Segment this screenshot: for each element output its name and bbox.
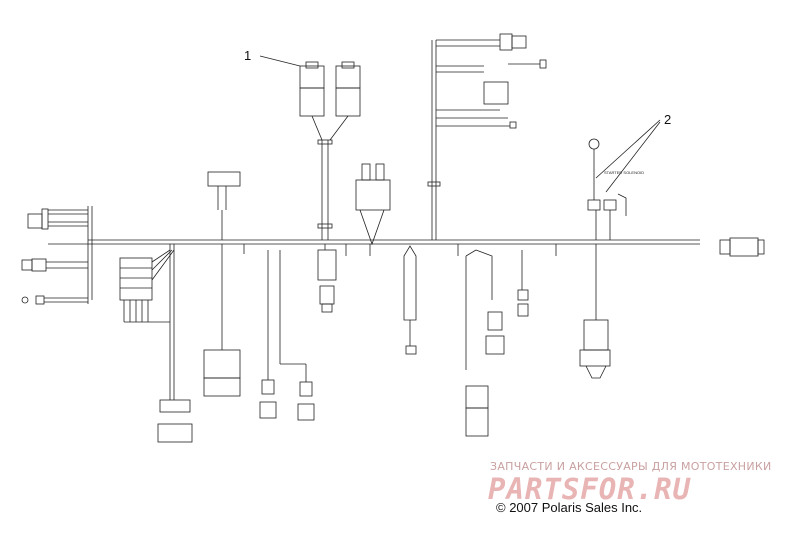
starter-solenoid-label: STARTER SOLENOID [604,170,644,175]
copyright-notice: © 2007 Polaris Sales Inc. [496,500,643,515]
callout-1: 1 [244,48,252,63]
bottom-drop-connectors [203,244,611,437]
center-drop-connectors [317,244,337,313]
left-connector-group [21,206,93,305]
main-harness-trunk [88,239,700,245]
harness-branch-ticks [243,244,557,256]
relay-block [119,244,193,443]
fuse-holders [207,163,391,256]
connector-pair-callout-1 [259,55,361,240]
callout-2: 2 [664,112,672,127]
watermark-tagline: ЗАПЧАСТИ И АКСЕССУАРЫ ДЛЯ МОТОТЕХНИКИ [490,460,772,473]
right-connector-group [427,33,765,257]
watermark-logo: PARTSFOR.RU [488,472,692,506]
